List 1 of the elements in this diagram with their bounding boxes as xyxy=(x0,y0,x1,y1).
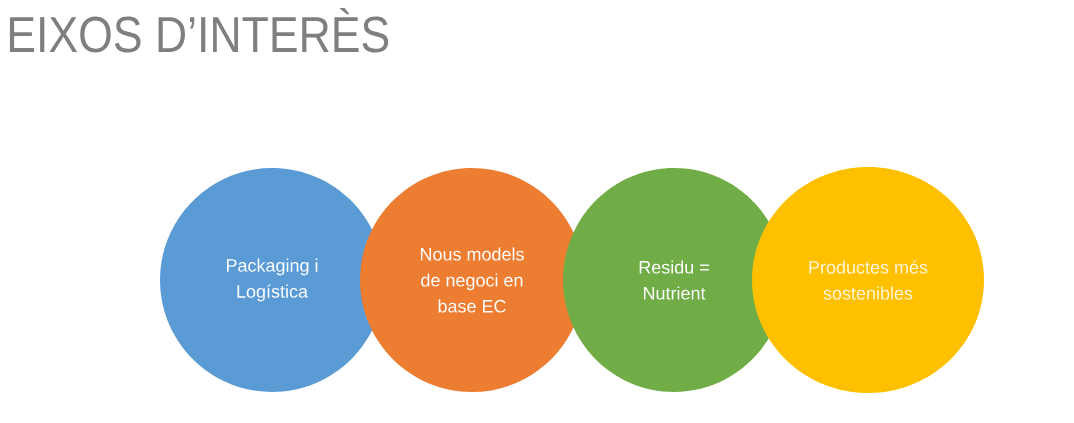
title: EIXOS D’INTERÈS xyxy=(9,8,389,53)
